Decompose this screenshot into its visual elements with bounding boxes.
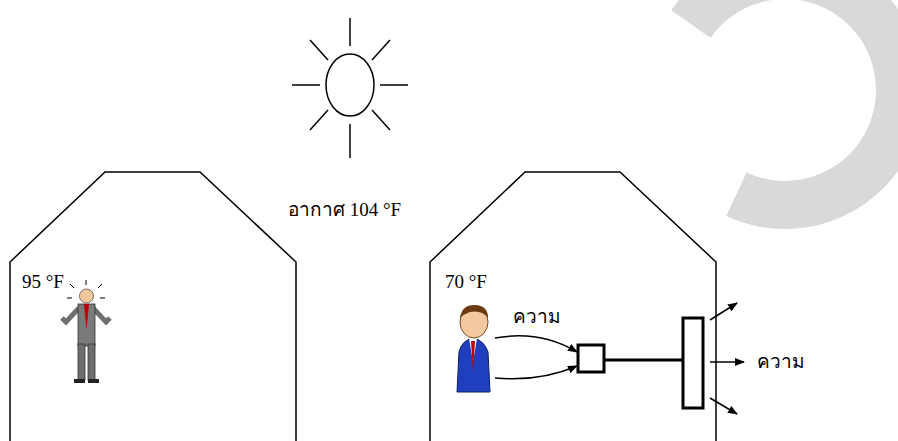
node-text: 70 °F: [445, 272, 487, 293]
house-shape: [10, 172, 296, 441]
sun-symbol: [292, 18, 408, 158]
node-text: ความ: [513, 307, 561, 328]
house-outline: 70 °F ความ: [430, 172, 716, 441]
node-text: 95 °F: [22, 272, 64, 293]
house-line: [430, 172, 716, 441]
indoor-unit: [578, 345, 604, 372]
cool-man-figure: [457, 305, 490, 392]
heat-flow-arrows: [495, 336, 577, 379]
heat-out-arrows: [710, 303, 744, 414]
house-line: [10, 172, 296, 441]
refrigerant-pipe: [604, 359, 683, 362]
free-label: ความ: [757, 352, 805, 373]
house-outline: 95 °F: [10, 172, 296, 441]
hot-man-figure: [62, 280, 110, 383]
free-label: อากาศ 104 °F: [288, 200, 401, 221]
outdoor-unit: [683, 318, 703, 408]
house-shape: [430, 172, 716, 441]
watermark-ring: [691, 0, 898, 205]
